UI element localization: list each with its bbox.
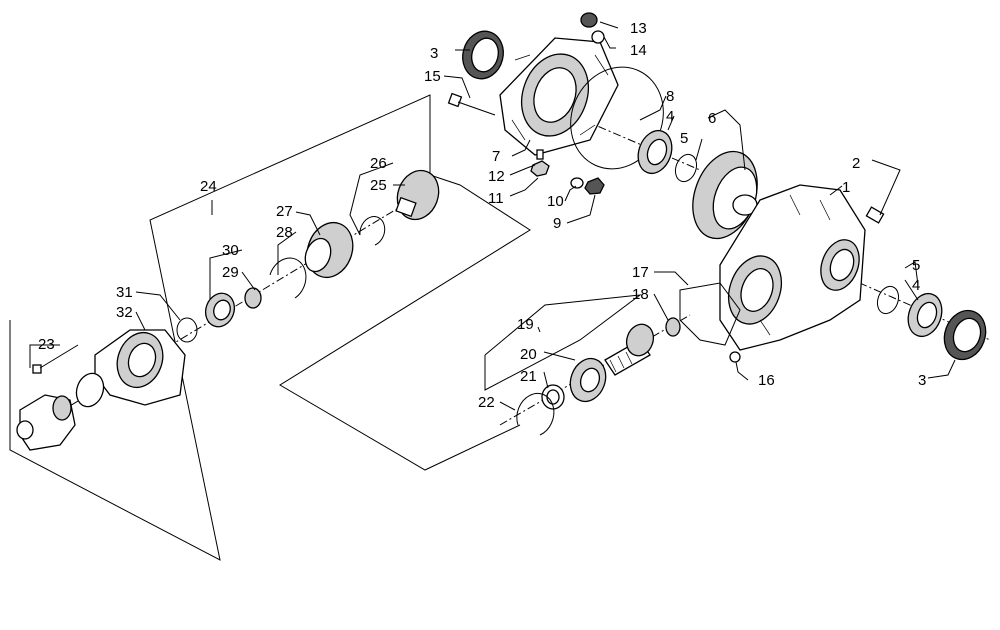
callout-31: 31	[116, 284, 133, 301]
bearing-20-part	[569, 357, 607, 403]
callout-27: 27	[276, 203, 293, 220]
hub-27-part	[304, 221, 354, 279]
callout-21: 21	[520, 368, 537, 385]
callout-6: 6	[708, 110, 716, 127]
callout-16: 16	[758, 372, 775, 389]
snap-ring-26-part	[359, 216, 386, 246]
front-cover-part	[499, 37, 619, 156]
small-fasteners-part	[530, 149, 605, 195]
coupler-ring-part	[75, 372, 105, 408]
callout-13: 13	[630, 20, 647, 37]
bearing-4-right-part	[907, 292, 943, 338]
callout-5-right: 5	[912, 257, 920, 274]
bolt-23-part	[32, 344, 79, 374]
o-ring-31-part	[176, 317, 198, 343]
callout-4-right: 4	[912, 277, 920, 294]
ring-5-upper-part	[674, 153, 698, 183]
ring-gear-6-part	[692, 150, 758, 240]
bearing-4-upper-part	[637, 129, 673, 175]
callout-11: 11	[488, 190, 504, 207]
group-19-leader	[537, 326, 541, 333]
gasket-17-part	[679, 282, 741, 346]
callout-29: 29	[222, 264, 239, 281]
callout-3-top: 3	[430, 45, 438, 62]
callout-15: 15	[424, 68, 441, 85]
bushing-29-part	[244, 287, 262, 309]
plug-13-part	[580, 12, 605, 44]
callout-28: 28	[276, 224, 293, 241]
callout-2: 2	[852, 155, 860, 172]
callout-19: 19	[517, 316, 534, 333]
pinion-shaft-19-part	[604, 323, 655, 376]
seal-3-top-part	[462, 30, 504, 80]
callout-20: 20	[520, 346, 537, 363]
group-24-bracket	[9, 94, 531, 561]
callout-5-upper: 5	[680, 130, 688, 147]
pinion-axis-line	[499, 314, 691, 426]
callout-1: 1	[842, 179, 850, 196]
callout-10: 10	[547, 193, 564, 210]
callout-9: 9	[553, 215, 561, 232]
bolt-15-part	[447, 92, 496, 116]
gear-25-part	[395, 169, 440, 221]
leader-lines	[29, 21, 956, 411]
callout-7: 7	[492, 148, 500, 165]
callout-25: 25	[370, 177, 387, 194]
snap-ring-22-part	[516, 392, 555, 436]
group-19-bracket	[484, 294, 642, 391]
seal-30-part	[204, 292, 236, 328]
callout-8: 8	[666, 88, 674, 105]
callout-14: 14	[630, 42, 647, 59]
callout-3-right: 3	[918, 372, 926, 389]
callout-30: 30	[222, 242, 239, 259]
plug-16-part	[729, 351, 741, 363]
callout-labels: 1 2 3 3 4 4 5 5 6 7 8 9 10 11 12 13 14 1…	[38, 20, 926, 411]
spacer-21-part	[541, 384, 565, 410]
callout-24: 24	[200, 178, 217, 195]
callout-17: 17	[632, 264, 649, 281]
callout-23: 23	[38, 336, 55, 353]
callout-22: 22	[478, 394, 495, 411]
output-flange-part	[16, 394, 76, 451]
callout-12: 12	[488, 168, 505, 185]
vent-2-part	[865, 206, 885, 224]
snap-ring-28-part	[269, 257, 307, 299]
coupler-housing-32-part	[94, 329, 186, 406]
seal-3-right-part	[943, 309, 987, 361]
callout-18: 18	[632, 286, 649, 303]
callout-32: 32	[116, 304, 133, 321]
bearing-18-part	[665, 317, 681, 337]
callout-4-upper: 4	[666, 108, 674, 125]
callout-26: 26	[370, 155, 387, 172]
main-housing-1-part	[719, 184, 866, 351]
ring-5-right-part	[876, 285, 900, 315]
